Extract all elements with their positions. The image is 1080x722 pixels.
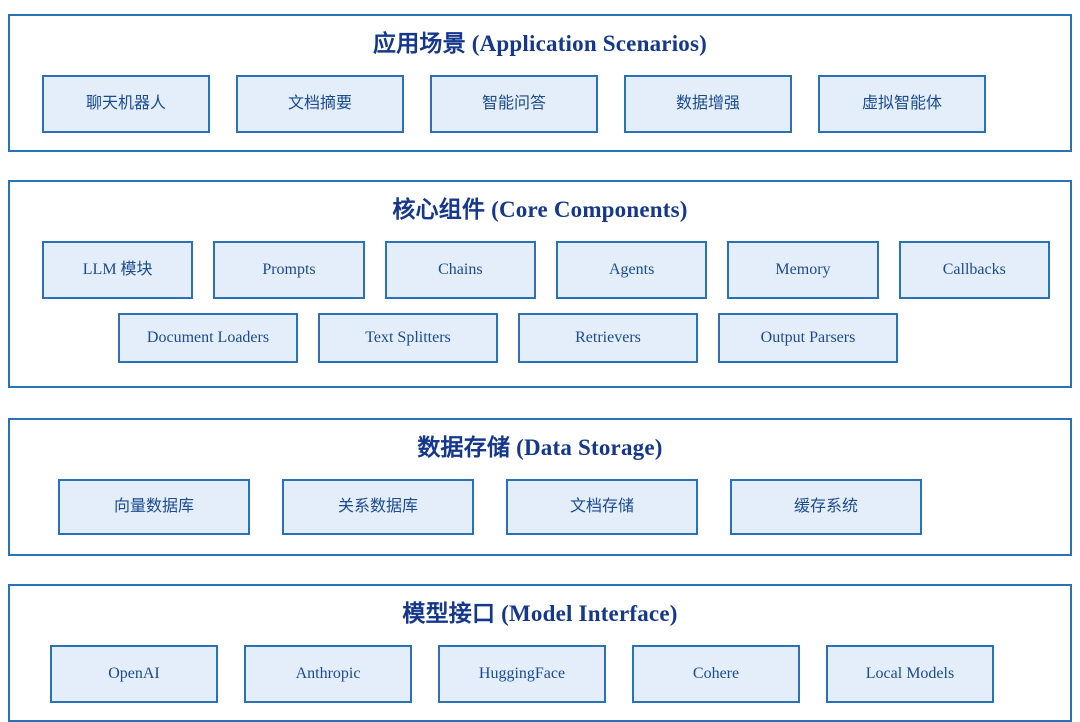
section-application-scenarios: 应用场景 (Application Scenarios) 聊天机器人 文档摘要 … (8, 14, 1072, 152)
node-row: 聊天机器人 文档摘要 智能问答 数据增强 虚拟智能体 (10, 75, 1070, 133)
section-core-components: 核心组件 (Core Components) LLM 模块 Prompts Ch… (8, 180, 1072, 388)
section-title-core-components: 核心组件 (Core Components) (392, 197, 688, 222)
section-title-application-scenarios: 应用场景 (Application Scenarios) (373, 31, 707, 56)
node-agents[interactable]: Agents (555, 241, 708, 299)
node-row: 向量数据库 关系数据库 文档存储 缓存系统 (10, 479, 1070, 535)
node-openai[interactable]: OpenAI (50, 645, 218, 703)
section-title-model-interface: 模型接口 (Model Interface) (402, 601, 678, 626)
node-data-augmentation[interactable]: 数据增强 (624, 75, 792, 133)
section-data-storage: 数据存储 (Data Storage) 向量数据库 关系数据库 文档存储 缓存系… (8, 418, 1072, 556)
node-retrievers[interactable]: Retrievers (518, 313, 698, 363)
node-virtual-agent[interactable]: 虚拟智能体 (818, 75, 986, 133)
node-document-store[interactable]: 文档存储 (506, 479, 698, 535)
section-title-data-storage: 数据存储 (Data Storage) (417, 435, 663, 460)
node-chains[interactable]: Chains (384, 241, 536, 299)
node-huggingface[interactable]: HuggingFace (438, 645, 606, 703)
architecture-diagram: 应用场景 (Application Scenarios) 聊天机器人 文档摘要 … (8, 14, 1072, 722)
node-cache-system[interactable]: 缓存系统 (730, 479, 922, 535)
node-relational-database[interactable]: 关系数据库 (282, 479, 474, 535)
node-row: OpenAI Anthropic HuggingFace Cohere Loca… (10, 645, 1070, 703)
section-model-interface: 模型接口 (Model Interface) OpenAI Anthropic … (8, 584, 1072, 722)
node-row: Document Loaders Text Splitters Retrieve… (10, 313, 1070, 363)
node-cohere[interactable]: Cohere (632, 645, 800, 703)
node-vector-database[interactable]: 向量数据库 (58, 479, 250, 535)
node-intelligent-qa[interactable]: 智能问答 (430, 75, 598, 133)
node-document-loaders[interactable]: Document Loaders (118, 313, 298, 363)
node-anthropic[interactable]: Anthropic (244, 645, 412, 703)
node-prompts[interactable]: Prompts (213, 241, 365, 299)
node-callbacks[interactable]: Callbacks (898, 241, 1050, 299)
node-output-parsers[interactable]: Output Parsers (718, 313, 898, 363)
node-local-models[interactable]: Local Models (826, 645, 994, 703)
node-document-summarization[interactable]: 文档摘要 (236, 75, 404, 133)
node-text-splitters[interactable]: Text Splitters (318, 313, 498, 363)
node-llm-module[interactable]: LLM 模块 (42, 241, 194, 299)
node-memory[interactable]: Memory (727, 241, 879, 299)
node-chatbot[interactable]: 聊天机器人 (42, 75, 210, 133)
node-row: LLM 模块 Prompts Chains Agents Memory Call… (10, 241, 1070, 299)
